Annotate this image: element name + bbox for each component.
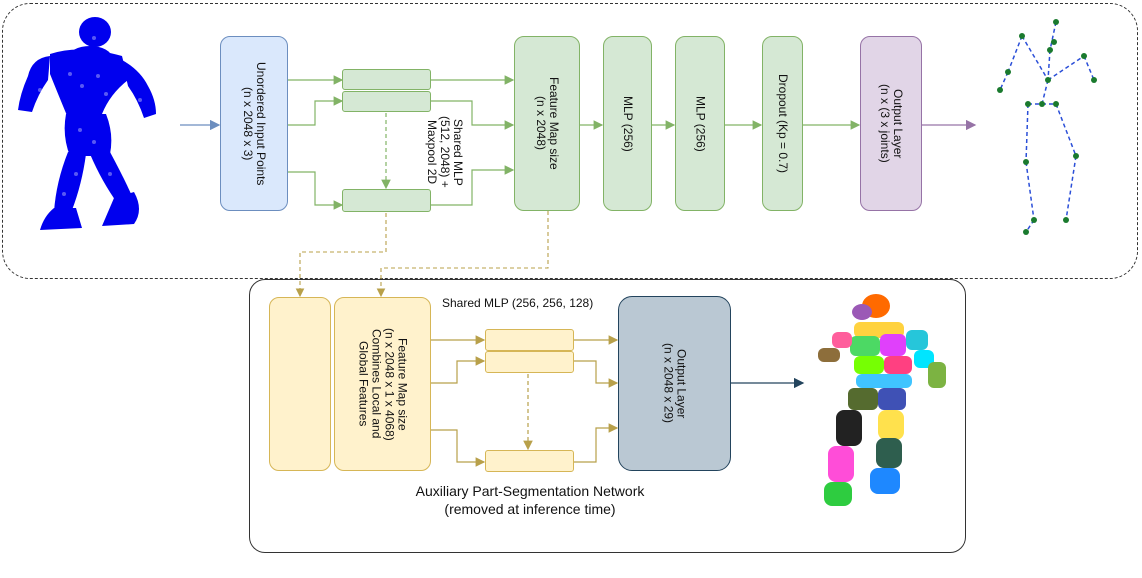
aux-title-line1: Auxiliary Part-Segmentation Network xyxy=(415,483,645,499)
aux-output-layer-label: Output Layer (n x 2048 x 29) xyxy=(661,343,689,424)
input-box-label: Unordered Input Points (n x 2048 x 3) xyxy=(241,61,268,186)
input-point-cloud-image xyxy=(18,17,156,230)
aux-feature-map-label: Feature Map size (n x 2048 x 1 x 4068) C… xyxy=(356,327,410,441)
aux-network-frame xyxy=(249,279,966,553)
mlp-box-2: MLP (256) xyxy=(675,36,725,211)
mlp-box-1-label: MLP (256) xyxy=(621,95,635,152)
shared-mlp-label: Shared MLP (512, 2048) + Maxpool 2D xyxy=(425,116,465,188)
shared-mlp-node-2 xyxy=(342,91,431,112)
input-box: Unordered Input Points (n x 2048 x 3) xyxy=(220,36,288,211)
shared-mlp-node-1 xyxy=(342,69,431,90)
aux-output-layer-box: Output Layer (n x 2048 x 29) xyxy=(618,296,731,471)
shared-mlp-node-3 xyxy=(342,189,431,212)
aux-mlp-node-1 xyxy=(485,329,574,351)
dropout-box: Dropout (Kp = 0.7) xyxy=(762,36,803,211)
aux-title-line2: (removed at inference time) xyxy=(444,501,616,517)
aux-input-box xyxy=(269,297,331,471)
mlp-box-2-label: MLP (256) xyxy=(693,95,708,152)
aux-mlp-node-3 xyxy=(485,450,574,472)
feature-map-box: Feature Map size (n x 2048) xyxy=(514,36,580,211)
mlp-box-1: MLP (256) xyxy=(603,36,652,211)
output-layer-label: Output Layer (n x (3 x joints) xyxy=(878,84,905,163)
aux-title: Auxiliary Part-Segmentation Network (rem… xyxy=(380,482,680,518)
main-network-frame xyxy=(2,3,1138,279)
aux-mlp-node-2 xyxy=(485,351,574,373)
aux-feature-map-box: Feature Map size (n x 2048 x 1 x 4068) C… xyxy=(334,297,431,471)
skeleton-image xyxy=(997,19,1097,235)
aux-shared-mlp-label: Shared MLP (256, 256, 128) xyxy=(442,296,594,310)
feature-map-label: Feature Map size (n x 2048) xyxy=(534,77,561,170)
segmented-point-cloud-image xyxy=(818,294,946,506)
output-layer-box: Output Layer (n x (3 x joints) xyxy=(860,36,922,211)
dropout-label: Dropout (Kp = 0.7) xyxy=(776,73,790,174)
